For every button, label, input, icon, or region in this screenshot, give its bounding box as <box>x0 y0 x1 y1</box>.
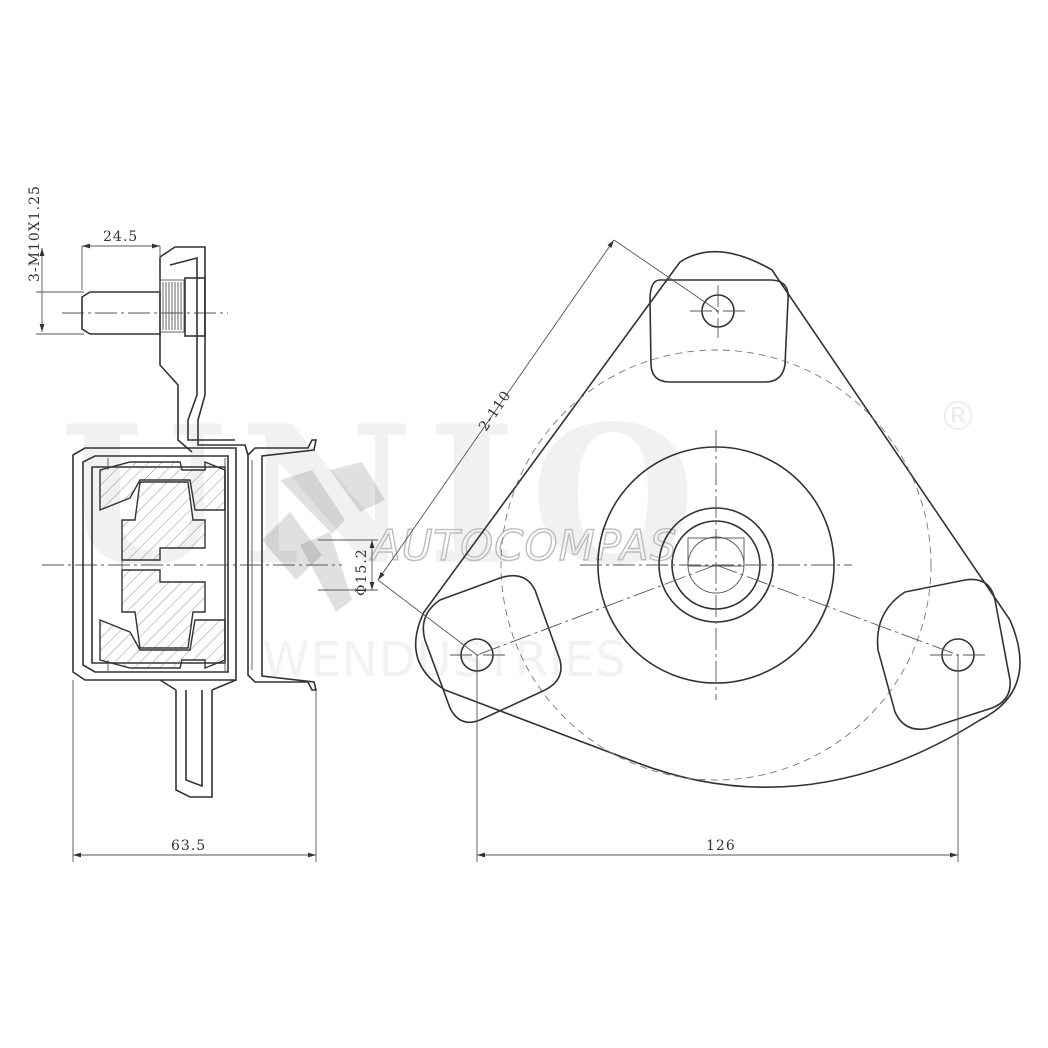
bore-diameter-label: Φ15.2 <box>354 548 370 596</box>
watermark-line2: WENDUSTRIES <box>262 632 627 688</box>
top-view <box>415 250 1021 788</box>
side-view <box>42 246 342 798</box>
watermark-logo-icon <box>262 462 385 612</box>
side-view-dimensions: 3-M10X1.25 24.5 Φ15.2 63.5 <box>27 185 378 862</box>
watermark-line1: AUTOCOMPAS <box>369 521 677 570</box>
bolt-pad-right <box>876 578 1011 731</box>
bolt-pad-top <box>649 279 789 383</box>
flange-outline <box>415 250 1021 788</box>
thread-label: 3-M10X1.25 <box>27 185 43 282</box>
stud-length-label: 24.5 <box>103 229 138 245</box>
watermark-registered-mark: ® <box>938 394 978 440</box>
width-label: 126 <box>706 838 736 854</box>
height-label: 63.5 <box>171 838 206 854</box>
